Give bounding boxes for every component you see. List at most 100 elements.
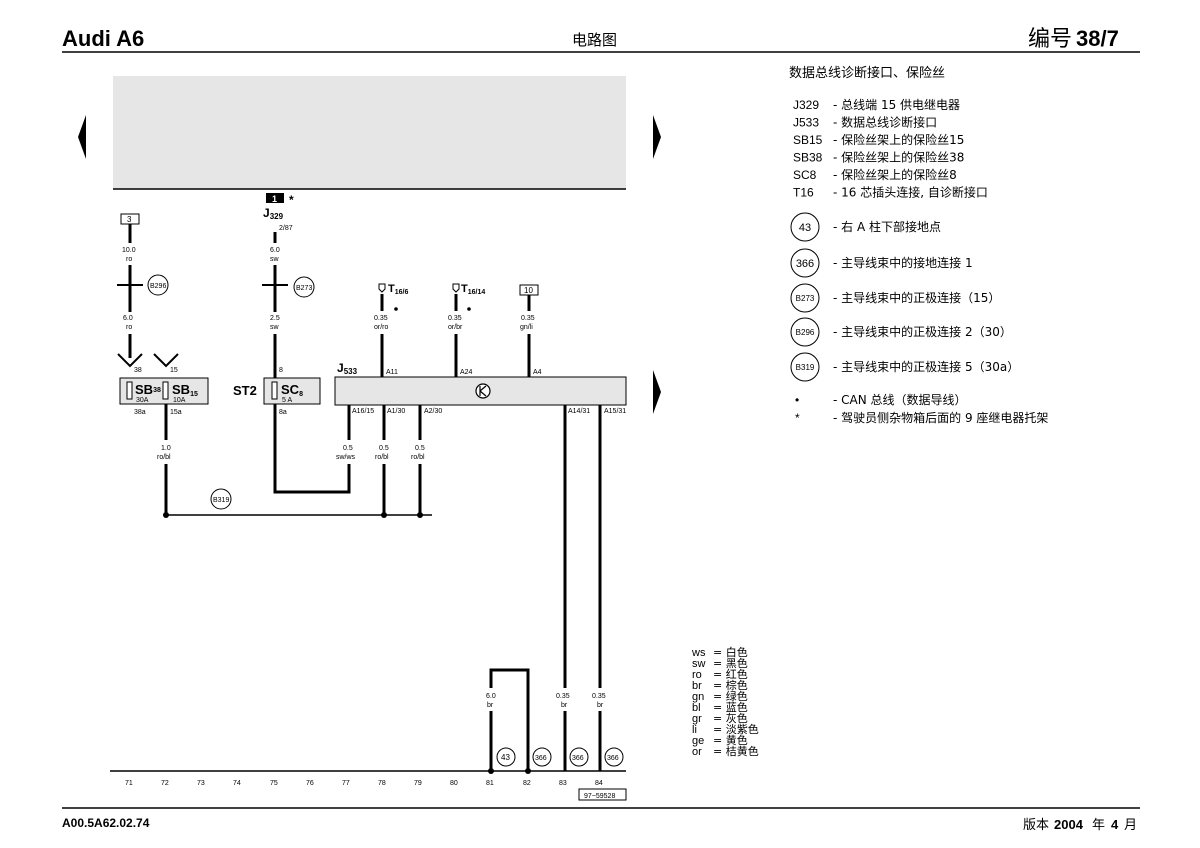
splice-b296-label: B296 — [150, 283, 166, 290]
wire-1-size-bot: 1.0 — [161, 445, 171, 452]
page-next-arrow-2[interactable] — [653, 370, 661, 414]
fuse-sc8-element — [271, 381, 278, 400]
splice-b273 — [293, 276, 315, 298]
pin-8a: 8a — [279, 409, 287, 416]
wire-11-color: br — [597, 702, 604, 709]
wire-2-size-top: 6.0 — [270, 247, 280, 254]
wire-sc8-out — [273, 404, 351, 494]
wire-1-color-mid: ro — [126, 324, 132, 331]
color-key-name: = 蓝色 — [713, 700, 748, 714]
legend-title: 数据总线诊断接口、保险丝 — [789, 65, 945, 81]
footer-version-prefix: 版本 — [1023, 818, 1049, 833]
can-dot-1 — [394, 307, 398, 311]
fuse-feed-v-left — [117, 353, 143, 368]
color-key-name: = 黑色 — [713, 656, 748, 670]
header-number: 38/7 — [1076, 26, 1119, 51]
ground-43 — [496, 747, 516, 767]
legend-note-desc: - 驾驶员侧杂物箱后面的 9 座继电器托架 — [833, 410, 1048, 425]
legend-component-desc: - 总线端 15 供电继电器 — [833, 98, 960, 112]
fuse-sb15: SB15 — [172, 382, 198, 398]
brand-title: Audi A6 — [62, 26, 144, 51]
t16-14-connector-icon — [452, 283, 460, 293]
ground-366-b-label: 366 — [572, 755, 584, 762]
legend-connector-code: 43 — [799, 222, 811, 234]
ground-366-a — [532, 747, 552, 767]
relay-plate — [113, 76, 626, 189]
legend-component-code: J329 — [793, 98, 819, 112]
wire-2-color-mid: sw — [270, 324, 280, 331]
wire-10-color: br — [561, 702, 568, 709]
connector-box-3-label: 3 — [127, 215, 132, 224]
footer-version-month: 4 — [1111, 817, 1119, 832]
relay-plate-star: * — [289, 193, 294, 207]
pin-a24: A24 — [460, 369, 473, 376]
wire-9-color: br — [487, 702, 494, 709]
header-number-label: 编号 — [1028, 27, 1072, 52]
t16-6-connector-icon — [378, 283, 386, 293]
page-prev-arrow[interactable] — [78, 115, 86, 159]
track-number: 72 — [161, 780, 169, 787]
legend-connector-desc: - 主导线束中的正极连接 2（30） — [833, 324, 1012, 339]
color-key-name: = 棕色 — [713, 678, 748, 692]
legend-connector-code: B319 — [796, 363, 815, 372]
t16-14-label: T16/14 — [461, 283, 485, 296]
legend-component-desc: - 16 芯插头连接, 自诊断接口 — [833, 185, 988, 200]
legend-component-code: J533 — [793, 116, 819, 130]
page-next-arrow[interactable] — [653, 115, 661, 159]
pin-a1: A1/30 — [387, 408, 405, 415]
j329-pin: 2/87 — [279, 225, 293, 232]
legend-connector-desc: - 主导线束中的接地连接 1 — [833, 255, 973, 270]
pin-a2: A2/30 — [424, 408, 442, 415]
relay-plate-number: 1 — [272, 194, 277, 204]
can-dot-2 — [467, 307, 471, 311]
pin-a11: A11 — [386, 369, 398, 376]
splice-b273-label: B273 — [296, 285, 312, 292]
wire-6-size: 0.5 — [343, 445, 353, 452]
legend-connector-code: B273 — [796, 294, 815, 303]
color-key-code: bl — [692, 702, 701, 714]
legend-connector-symbol — [790, 283, 820, 313]
drawing-number-box — [578, 788, 627, 801]
legend-connector-desc: - 主导线束中的正极连接（15） — [833, 290, 1000, 305]
wire-9-size: 6.0 — [486, 693, 496, 700]
pin-a4: A4 — [533, 369, 542, 376]
color-key-code: li — [692, 724, 697, 736]
ground-366-c-label: 366 — [607, 755, 619, 762]
footer-code: A00.5A62.02.74 — [62, 816, 150, 830]
pin-15a: 15a — [170, 409, 182, 416]
track-number: 84 — [595, 780, 603, 787]
color-key-code: gn — [692, 691, 704, 703]
track-number: 78 — [378, 780, 386, 787]
color-key-code: br — [692, 680, 702, 692]
wire-4-color: or/br — [448, 324, 463, 331]
pin-38a: 38a — [134, 409, 146, 416]
fuse-sb38-rating: 30A — [136, 397, 149, 404]
wire-7-color: ro/bl — [375, 454, 389, 461]
wire-3-color: or/ro — [374, 324, 389, 331]
track-number: 71 — [125, 780, 133, 787]
wire-7-size: 0.5 — [379, 445, 389, 452]
wire-2-size-mid: 2.5 — [270, 315, 280, 322]
color-key-code: ge — [692, 735, 704, 747]
pin-a14: A14/31 — [568, 408, 590, 415]
legend-connector-desc: - 主导线束中的正极连接 5（30a） — [833, 359, 1019, 374]
wire-11-size: 0.35 — [592, 693, 606, 700]
legend-connector-code: 366 — [796, 258, 814, 270]
splice-b296 — [147, 274, 169, 296]
color-key-name: = 黄色 — [713, 733, 748, 747]
header-center: 电路图 — [572, 31, 617, 49]
fuse-feed-v-right — [153, 353, 179, 368]
pin-38: 38 — [134, 367, 142, 374]
ground-366-c — [604, 747, 624, 767]
splice-b319 — [210, 488, 232, 510]
color-key-name: = 淡紫色 — [713, 722, 759, 736]
drawing-number: 97−59528 — [584, 793, 615, 800]
wire-9-loop — [489, 668, 530, 771]
wire-5-size: 0.35 — [521, 315, 535, 322]
legend-connector-symbol — [790, 248, 820, 278]
legend-note-symbol: * — [795, 411, 800, 425]
wire-8-size: 0.5 — [415, 445, 425, 452]
track-number: 77 — [342, 780, 350, 787]
